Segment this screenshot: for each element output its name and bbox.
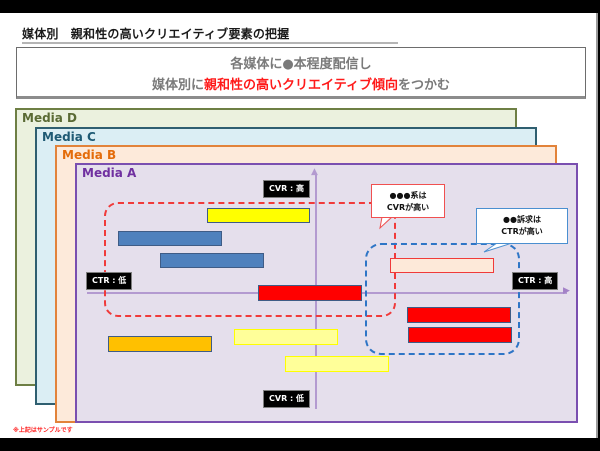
cvr-high-label: CVR : 高 (263, 180, 310, 198)
creative-bar (118, 231, 222, 246)
cvr-axis-arrow-icon: ▲ (311, 167, 318, 177)
creative-bar (258, 285, 362, 301)
ctr-low-label: CTR : 低 (86, 272, 133, 290)
media-label-c: Media C (42, 130, 96, 144)
cvr-callout-line-2: CVRが高い (386, 203, 430, 212)
cvr-callout-line-1: ●●●系は (389, 191, 427, 200)
title-underline (22, 42, 398, 44)
creative-bar (160, 253, 264, 268)
creative-bar (207, 208, 310, 223)
cvr-low-label: CVR : 低 (263, 390, 310, 408)
creative-bar (407, 307, 511, 323)
creative-bar (234, 329, 338, 345)
ctr-high-group-outline (365, 243, 520, 355)
summary-box: 各媒体に●本程度配信し 媒体別に親和性の高いクリエイティブ傾向をつかむ (16, 47, 586, 99)
media-label-a: Media A (82, 166, 137, 180)
ctr-callout-line-1: ●●訴求は (503, 215, 541, 224)
summary-line-2-prefix: 媒体別に (152, 78, 205, 93)
sample-footnote: ※上記はサンプルです (13, 427, 73, 434)
creative-bar (285, 356, 389, 372)
ctr-callout-line-2: CTRが高い (501, 227, 543, 236)
media-label-d: Media D (22, 111, 78, 125)
ctr-axis-arrow-icon: ▶ (563, 286, 570, 296)
summary-line-2-suffix: をつかむ (397, 78, 450, 93)
summary-highlight: 親和性の高いクリエイティブ傾向 (204, 78, 398, 93)
creative-bar (408, 327, 512, 343)
creative-bar (108, 336, 212, 352)
creative-bar (390, 258, 494, 273)
page-title: 媒体別 親和性の高いクリエイティブ要素の把握 (22, 27, 290, 41)
summary-line-2: 媒体別に親和性の高いクリエイティブ傾向をつかむ (17, 74, 585, 93)
media-label-b: Media B (62, 148, 117, 162)
ctr-callout: ●●訴求は CTRが高い (476, 208, 568, 244)
cvr-callout: ●●●系は CVRが高い (371, 184, 445, 218)
summary-line-1: 各媒体に●本程度配信し (230, 57, 372, 72)
ctr-high-label: CTR : 高 (512, 272, 559, 290)
